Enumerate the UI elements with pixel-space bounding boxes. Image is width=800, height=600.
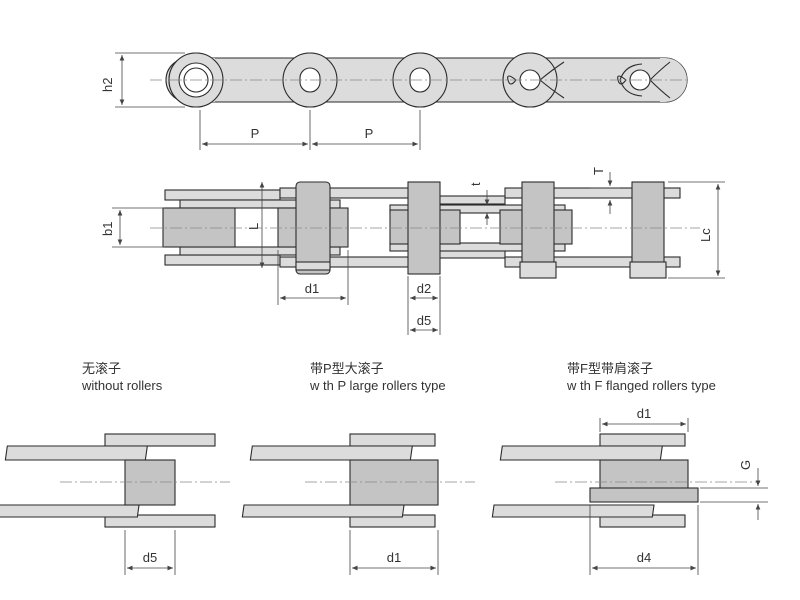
bottom-d4-dimension [589, 505, 699, 575]
flanged-rollers-view [491, 433, 699, 528]
without-rollers-view [0, 433, 216, 528]
b1-label: b1 [100, 222, 115, 236]
caption-without-rollers-en: without rollers [82, 378, 163, 393]
b1-dimension [112, 207, 165, 248]
bottom-d5-dimension [124, 530, 176, 575]
caption-flanged-rollers-cn: 带F型带肩滚子 [567, 361, 653, 376]
chain-plan-view [162, 181, 681, 279]
large-rollers-view [241, 433, 439, 528]
d2-label: d2 [417, 281, 431, 296]
G-dimension [700, 468, 768, 520]
L-label: L [246, 223, 261, 230]
pitch-dimension [199, 110, 421, 150]
caption-without-rollers: 无滚子 without rollers [82, 360, 162, 394]
d1-dimension [277, 250, 349, 305]
caption-large-rollers-cn: 带P型大滚子 [310, 361, 384, 376]
caption-large-rollers-en: w th P large rollers type [310, 378, 446, 393]
bottom-d1-dimension [349, 530, 439, 575]
T-dimension [590, 172, 620, 214]
d2-dimension [407, 276, 441, 305]
caption-without-rollers-cn: 无滚子 [82, 361, 122, 376]
pitch-label-right: P [365, 126, 374, 141]
d5-label: d5 [417, 313, 431, 328]
t-label: t [468, 182, 483, 186]
caption-large-rollers: 带P型大滚子 w th P large rollers type [310, 360, 446, 394]
caption-flanged-rollers-en: w th F flanged rollers type [567, 378, 716, 393]
h2-label: h2 [100, 78, 115, 92]
bottom-d4-label: d4 [637, 550, 651, 565]
d5-dimension [407, 305, 441, 335]
bottom-d1-label: d1 [387, 550, 401, 565]
h2-dimension [115, 52, 185, 108]
bottom-d5-label: d5 [143, 550, 157, 565]
pitch-label-left: P [251, 126, 260, 141]
Lc-label: Lc [698, 228, 713, 242]
Lc-dimension [668, 181, 725, 279]
T-label: T [591, 167, 606, 175]
d1-label: d1 [305, 281, 319, 296]
top-d1-dimension [599, 418, 689, 432]
caption-flanged-rollers: 带F型带肩滚子 w th F flanged rollers type [567, 360, 716, 394]
G-label: G [738, 460, 753, 470]
top-d1-label: d1 [637, 406, 651, 421]
